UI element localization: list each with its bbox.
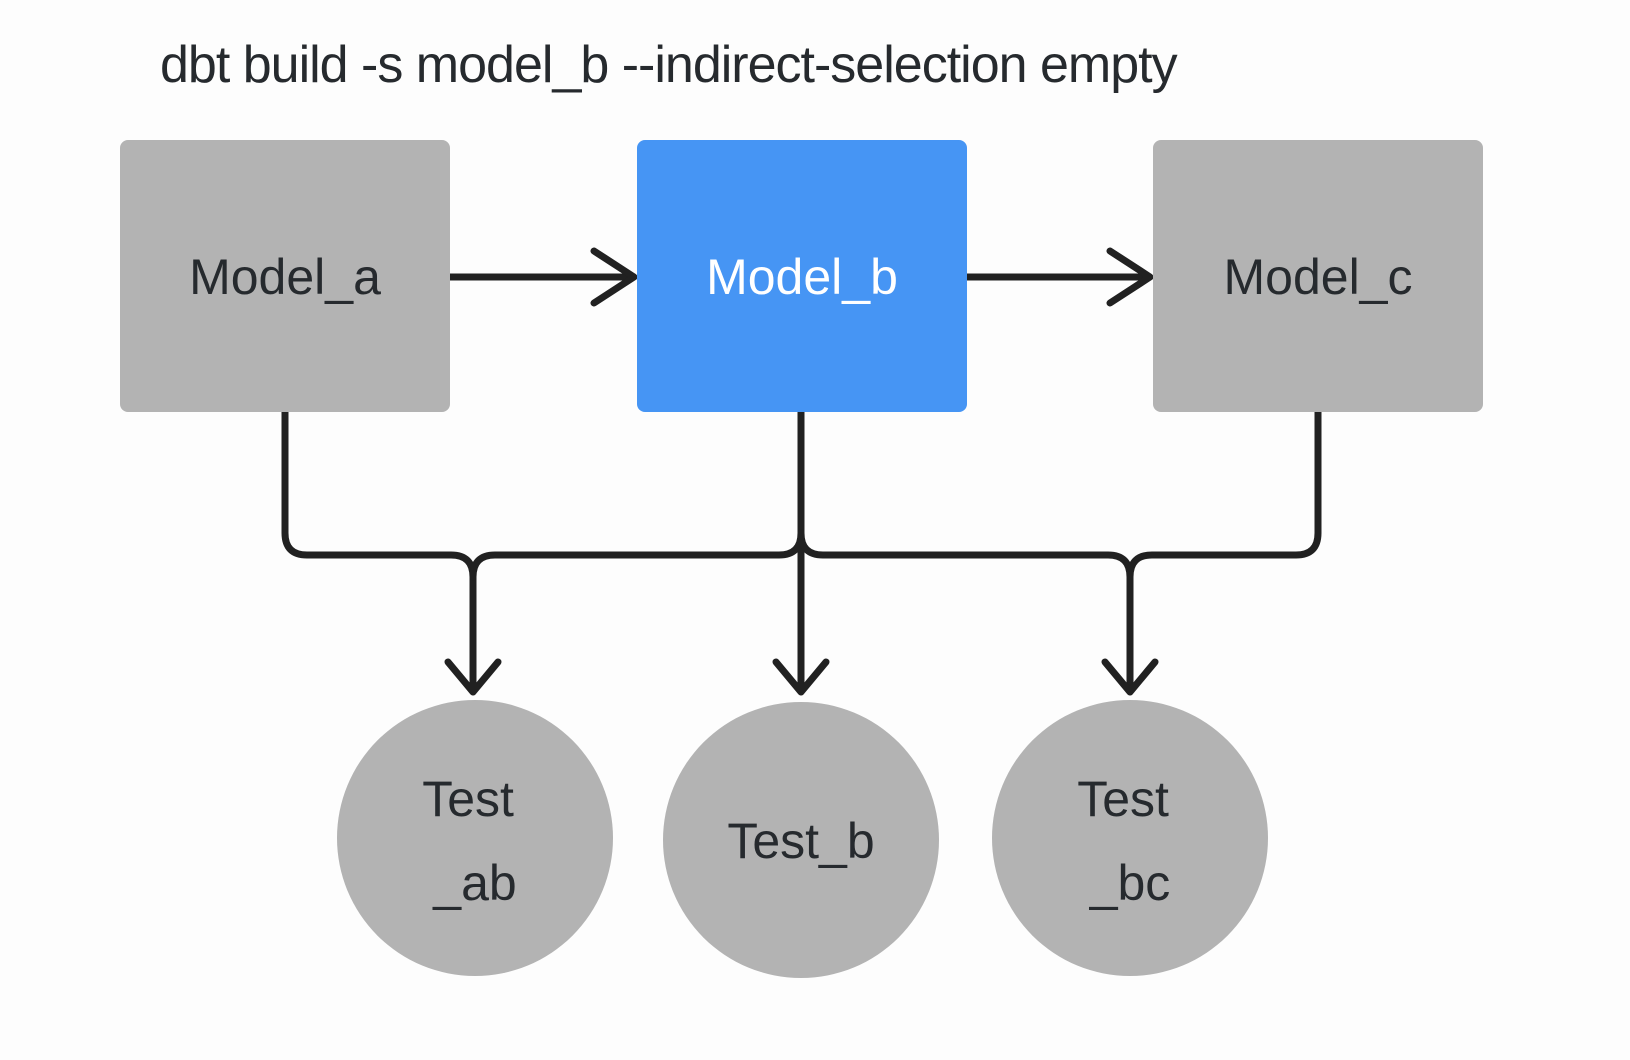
test-ab-circle	[337, 700, 613, 976]
test-bc-label: Test _bc	[1077, 771, 1183, 911]
model-c-label: Model_c	[1224, 249, 1413, 305]
node-test-ab: Test _ab	[337, 700, 613, 976]
test-bc-circle	[992, 700, 1268, 976]
edge-model-c-to-test-bc	[1126, 408, 1322, 690]
arrowhead-into-model-c	[1106, 247, 1154, 307]
model-a-box	[120, 140, 450, 412]
node-model-c: Model_c	[1153, 140, 1483, 412]
test-ab-label: Test _ab	[422, 771, 528, 911]
edge-model-a-to-test-ab	[281, 408, 477, 690]
edge-model-b-to-test-ab	[469, 529, 805, 581]
test-b-circle	[663, 702, 939, 978]
node-model-b: Model_b	[637, 140, 967, 412]
node-model-a: Model_a	[120, 140, 450, 412]
node-test-b: Test_b	[663, 702, 939, 978]
diagram-title: dbt build -s model_b --indirect-selectio…	[160, 36, 1178, 94]
arrowhead-into-test-ab	[444, 658, 502, 696]
node-test-bc: Test _bc	[992, 700, 1268, 976]
test-b-label: Test_b	[727, 813, 874, 869]
arrowhead-into-test-bc	[1101, 658, 1159, 696]
model-b-box	[637, 140, 967, 412]
model-b-label: Model_b	[706, 249, 898, 305]
arrowhead-into-model-b	[590, 247, 638, 307]
arrowhead-into-test-b	[772, 658, 830, 696]
model-c-box	[1153, 140, 1483, 412]
edge-model-b-to-test-bc	[797, 529, 1134, 581]
model-a-label: Model_a	[189, 249, 381, 305]
